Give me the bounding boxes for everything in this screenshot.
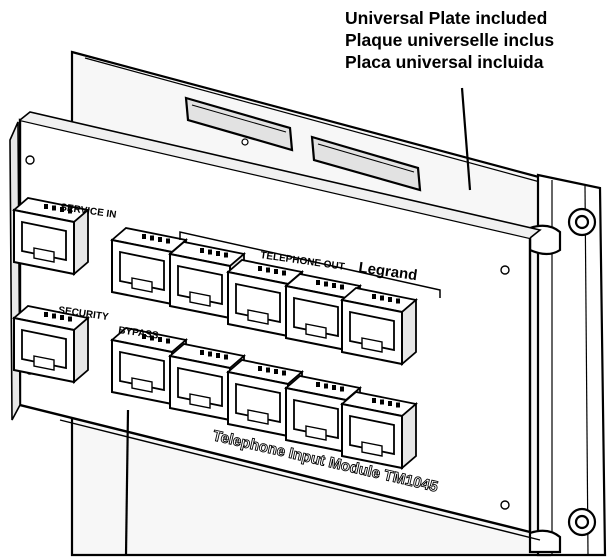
jack-grid: [12, 197, 418, 470]
callout-line-en: Universal Plate included: [345, 8, 548, 28]
rj-jack: [12, 197, 90, 276]
rj-jack: [12, 305, 90, 384]
callout-leader-line: [460, 87, 472, 191]
bypass-leader-line: [124, 409, 130, 556]
side-bracket: [528, 173, 607, 557]
telephone-out-bracket: [179, 231, 441, 298]
callout-line-fr: Plaque universelle inclus: [345, 30, 555, 50]
rj-jack: [340, 391, 418, 470]
rj-jack: [340, 287, 418, 366]
callout-line-es: Placa universal incluida: [345, 52, 544, 72]
